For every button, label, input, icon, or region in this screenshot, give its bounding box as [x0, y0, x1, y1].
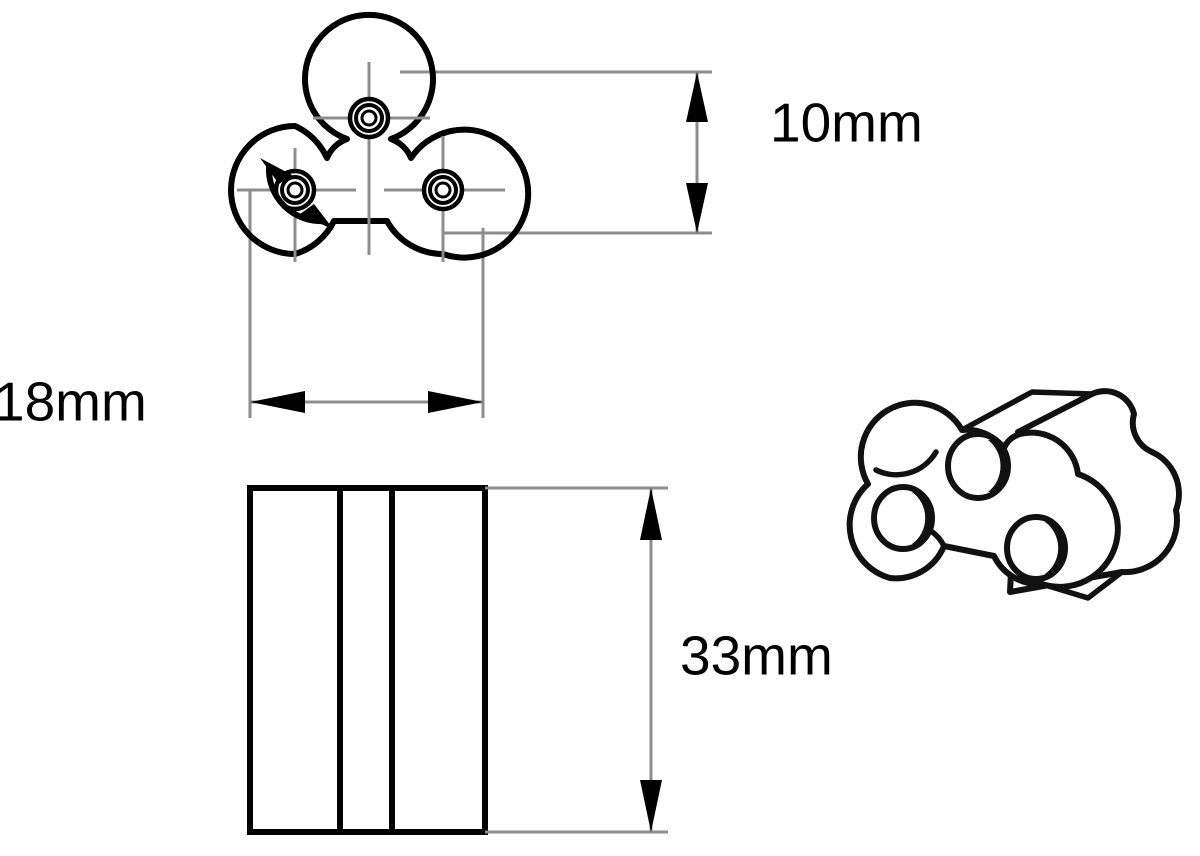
dimension-label-18mm: 18mm [0, 371, 147, 433]
radius-arc-annotation [260, 158, 334, 230]
iso-bottom-connector-edge [1039, 569, 1125, 601]
front-view-outline [247, 485, 488, 835]
hole-left [273, 168, 317, 212]
iso-hole-lower [1004, 514, 1068, 582]
arrow-33mm-bottom [640, 780, 662, 832]
arrow-10mm-top [686, 72, 708, 122]
hole-top [347, 96, 391, 140]
dimension-label-10mm: 10mm [770, 92, 923, 154]
iso-hole-upper [945, 431, 1011, 501]
iso-hole-left [871, 484, 935, 552]
arrow-18mm-right [428, 391, 483, 413]
top-view-group [228, 11, 712, 418]
hole-right [421, 168, 465, 212]
iso-hole-left-shading [912, 492, 934, 544]
iso-hole-upper-shading [988, 440, 1010, 492]
front-view-group [247, 485, 668, 835]
iso-web-edge-left [873, 449, 939, 478]
top-view-outline [228, 11, 532, 261]
dimension-10mm: 10mm [686, 72, 923, 233]
arrow-33mm-top [640, 488, 662, 540]
arrow-10mm-bottom [686, 183, 708, 233]
dimension-18mm: 18mm [0, 371, 483, 433]
iso-top-connector-edge [959, 389, 1095, 433]
iso-hole-lower-shading [1045, 522, 1067, 574]
isometric-view-group [846, 388, 1182, 601]
arc-arrow-start [260, 158, 292, 184]
dimension-33mm: 33mm [640, 488, 833, 832]
arc-arrow-end [300, 204, 334, 230]
arrow-18mm-left [250, 391, 305, 413]
dimension-label-33mm: 33mm [680, 625, 833, 687]
